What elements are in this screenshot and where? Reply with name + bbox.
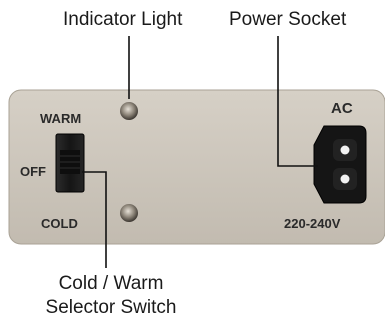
selector-switch-label: Cold / Warm Selector Switch [31,272,191,320]
ac-label: AC [331,100,353,117]
selector-switch-label-line1: Cold / Warm [58,273,164,294]
power-socket [313,125,367,204]
indicator-light-label: Indicator Light [63,9,183,30]
selector-switch-label-line2: Selector Switch [45,297,177,318]
warm-label: WARM [40,111,82,126]
socket-leader [277,36,318,167]
indicator-light-bottom [120,204,138,222]
power-socket-label: Power Socket [229,9,347,30]
indicator-light-top [120,102,138,120]
voltage-label: 220-240V [284,216,341,231]
cold-label: COLD [41,216,78,231]
off-label: OFF [20,164,46,179]
switch-leader [82,171,107,268]
selector-switch[interactable] [55,133,85,193]
leader-lines [82,36,318,268]
control-panel [8,89,385,245]
